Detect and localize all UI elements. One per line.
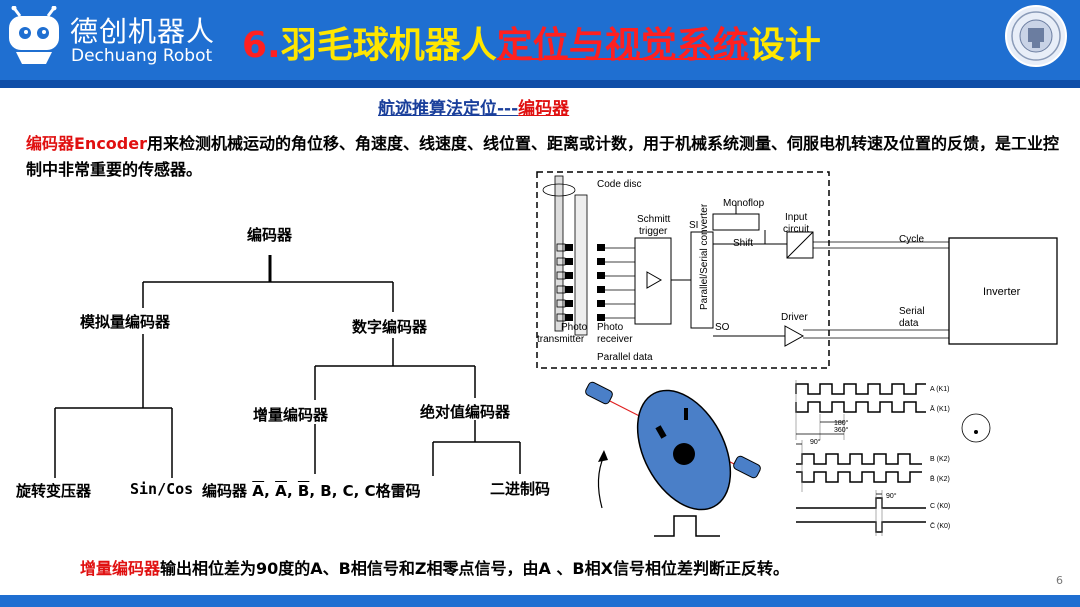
title-part-robot: 羽毛球机器人 (280, 25, 497, 66)
description-lead: 编码器Encoder (26, 134, 147, 153)
description-text: 用来检测机械运动的角位移、角速度、线速度、线位置、距离或计数，用于机械系统测量、… (26, 134, 1060, 179)
label-so: SO (715, 322, 730, 333)
label-receiver: receiver (597, 334, 633, 345)
wave-label-c: C (K0) (930, 503, 950, 510)
signal-a-over: A (275, 482, 287, 500)
label-transmitter: transmitter (537, 334, 585, 345)
signal-b-bar: B (297, 482, 310, 500)
title-part-system: 定位与视觉系统 (496, 25, 749, 66)
label-serial: Serial (899, 306, 925, 317)
incremental-waveforms: A (K1) Ā (K1) B (K2) B̄ (K2) C (K0) C̄ (… (795, 380, 991, 536)
tree-resolver: 旋转变压器 (16, 482, 92, 500)
wave-label-a-bar: Ā (K1) (930, 405, 950, 413)
tree-sincos: Sin/Cos (130, 480, 194, 498)
label-circuit: circuit (783, 224, 809, 235)
encoder-block-diagram: Parallel/Serial converter Inverter Code … (536, 171, 1058, 369)
label-cycle: Cycle (899, 234, 924, 245)
encoder-description: 编码器Encoder用来检测机械运动的角位移、角速度、线速度、线位置、距离或计数… (26, 131, 1066, 183)
gray-prefix: C (364, 482, 376, 500)
signal-sep: , (353, 482, 360, 500)
signal-a-bar: A (252, 482, 265, 500)
label-photo-tx: Photo (561, 322, 588, 333)
summary-text: 输出相位差为90度的A、B相信号和Z相零点信号，由A 、B相X信号相位差判断正反… (160, 559, 789, 578)
tree-absolute-encoder: 绝对值编码器 (420, 403, 511, 421)
title-number: 6. (242, 25, 281, 66)
label-si: SI (689, 220, 698, 231)
header-bar (0, 0, 1080, 88)
signal-b: B (320, 482, 332, 500)
label-driver: Driver (781, 312, 808, 323)
subtitle-encoder: 编码器 (518, 99, 570, 119)
gray-code: 格雷码 (375, 482, 421, 500)
wave-label-c-bar: C̄ (K0) (930, 522, 950, 530)
wave-label-360: 360° (834, 426, 849, 434)
signal-sep: , (331, 482, 338, 500)
encoder-disc-illustration (585, 381, 761, 537)
signal-sep: , (309, 482, 316, 500)
footer-bar (0, 595, 1080, 607)
label-photo-rx: Photo (597, 322, 624, 333)
label-trigger: trigger (639, 226, 668, 237)
robot-logo-icon (9, 6, 59, 64)
section-subtitle: 航迹推算法定位---编码器 (378, 94, 569, 119)
wave-label-b: B (K2) (930, 456, 950, 463)
wave-label-90b: 90° (886, 492, 897, 500)
wave-label-90a: 90° (810, 438, 821, 446)
signal-sep: , (264, 482, 270, 500)
label-schmitt: Schmitt (637, 214, 671, 225)
wave-label-a: A (K1) (930, 386, 949, 393)
page-number: 6 (1056, 574, 1063, 587)
tree-incremental-encoder: 增量编码器 (253, 406, 329, 424)
incremental-summary: 增量编码器输出相位差为90度的A、B相信号和Z相零点信号，由A 、B相X信号相位… (80, 555, 789, 579)
tree-signal-list: 编码器 A, A, B, B, C, C格雷码 (202, 480, 421, 501)
page-title: 6.羽毛球机器人定位与视觉系统设计 (242, 16, 821, 68)
label-code-disc: Code disc (597, 179, 641, 190)
label-converter: Parallel/Serial converter (699, 203, 710, 310)
wave-label-180: 180° (834, 419, 849, 427)
title-part-design: 设计 (748, 25, 821, 66)
label-shift: Shift (733, 238, 753, 249)
tree-digital-encoder: 数字编码器 (352, 318, 428, 336)
label-inverter: Inverter (983, 286, 1021, 298)
subtitle-method: 航迹推算法定位--- (378, 99, 519, 119)
wave-label-b-bar: B̄ (K2) (930, 475, 950, 483)
label-monoflop: Monoflop (723, 198, 765, 209)
tree-root-encoder: 编码器 (247, 226, 293, 244)
label-data: data (899, 318, 919, 329)
signal-c: C (342, 482, 354, 500)
label-parallel-data: Parallel data (597, 352, 653, 363)
tree-binary-code: 二进制码 (490, 480, 551, 498)
signal-sep: , (286, 482, 293, 500)
header-stripe (0, 80, 1080, 88)
signal-encoder-prefix: 编码器 (202, 482, 248, 500)
label-input: Input (785, 212, 807, 223)
brand-name-en: Dechuang Robot (71, 46, 213, 66)
tree-analog-encoder: 模拟量编码器 (80, 313, 171, 331)
summary-lead: 增量编码器 (80, 559, 161, 578)
brand-name-cn: 德创机器人 (70, 15, 216, 48)
university-seal-icon (1005, 5, 1067, 67)
